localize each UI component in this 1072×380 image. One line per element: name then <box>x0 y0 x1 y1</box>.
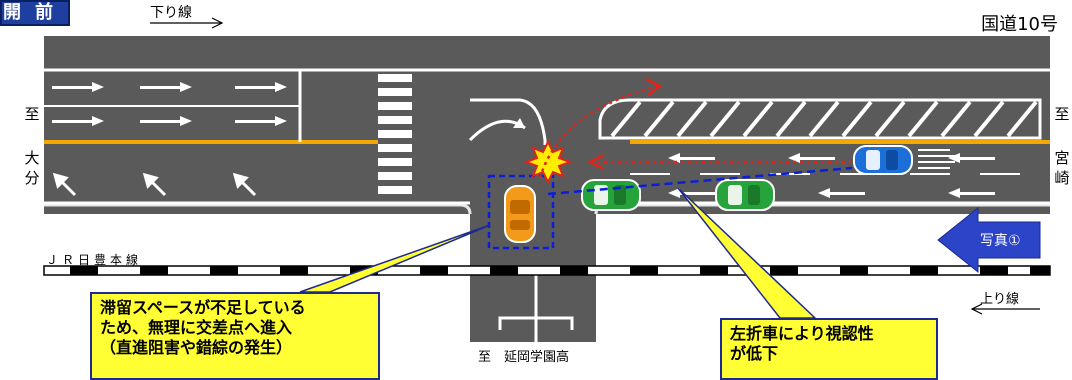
callout-right: 左折車により視認性 が低下 <box>720 318 938 380</box>
main-road <box>44 36 1050 214</box>
sight-line <box>547 166 853 196</box>
callout-left: 滞留スペースが不足している ため、無理に交差点へ進入 （直進阻害や錯綜の発生） <box>90 292 380 380</box>
photo-label: 写真① <box>980 233 1021 249</box>
callout-left-line-3: （直進阻害や錯綜の発生） <box>100 338 293 357</box>
direction-up-label: 上り線 <box>980 292 1020 307</box>
direction-down-label: 下り線 <box>150 5 192 21</box>
lane-arrows-upper <box>52 82 287 126</box>
lane-arrows-lower-left <box>52 172 257 197</box>
photo-arrow <box>937 206 1041 274</box>
callout-left-line-2: ため、無理に交差点へ進入 <box>100 318 293 337</box>
green-car-2 <box>715 179 775 211</box>
blue-car <box>853 145 955 175</box>
callout-right-line-1: 左折車により視認性 <box>730 324 874 343</box>
left-dest-2: 分 <box>24 169 40 187</box>
route-name: 国道10号 <box>981 14 1058 35</box>
left-dest-0: 至 <box>24 105 40 123</box>
collision-icon <box>523 139 573 185</box>
right-dest-0: 至 <box>1054 105 1070 123</box>
waiting-zone-box <box>487 174 555 250</box>
right-dest-1: 宮 <box>1054 149 1070 167</box>
orange-car <box>504 185 536 243</box>
status-tag: 開前 <box>0 0 70 26</box>
lane-arrows-lower-right <box>668 153 995 198</box>
turn-path <box>538 84 661 179</box>
callout-left-line-1: 滞留スペースが不足している <box>100 298 306 317</box>
left-dest-1: 大 <box>24 149 40 167</box>
crosswalk <box>378 74 412 194</box>
green-car-1 <box>581 179 641 211</box>
railway <box>43 265 1051 276</box>
callout-right-line-2: が低下 <box>730 344 779 363</box>
bottom-destination: 至 延岡学園高 <box>478 350 570 365</box>
right-dest-2: 崎 <box>1054 169 1070 187</box>
railway-label: ＪＲ日豊本線 <box>46 253 143 267</box>
hatched-zone <box>598 98 1042 140</box>
